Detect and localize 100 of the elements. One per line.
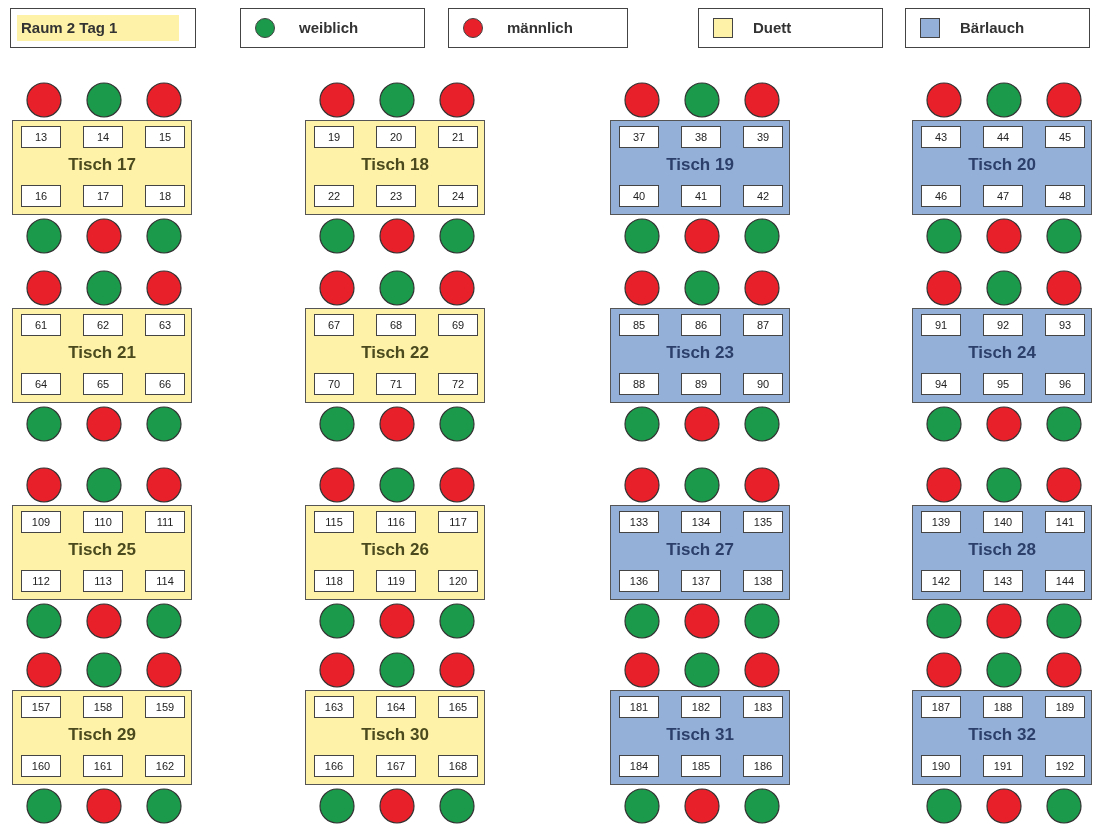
seat-number: 144 bbox=[1045, 570, 1085, 592]
seat-number: 115 bbox=[314, 511, 354, 533]
seat-marker-female bbox=[986, 270, 1022, 306]
table bbox=[305, 505, 485, 600]
table bbox=[12, 120, 192, 215]
seat-marker-female bbox=[439, 218, 475, 254]
table-name: Tisch 30 bbox=[360, 725, 430, 745]
seat-marker-male bbox=[146, 270, 182, 306]
seat-number: 48 bbox=[1045, 185, 1085, 207]
seat-marker-male bbox=[86, 603, 122, 639]
table-name: Tisch 21 bbox=[67, 343, 137, 363]
seat-marker-male bbox=[319, 270, 355, 306]
seat-marker-female bbox=[319, 406, 355, 442]
seat-number: 43 bbox=[921, 126, 961, 148]
seat-number: 165 bbox=[438, 696, 478, 718]
legend-label: Bärlauch bbox=[960, 19, 1025, 36]
seat-marker-female bbox=[26, 406, 62, 442]
seat-number: 61 bbox=[21, 314, 61, 336]
seat-marker-male bbox=[1046, 82, 1082, 118]
seat-number: 91 bbox=[921, 314, 961, 336]
seat-number: 92 bbox=[983, 314, 1023, 336]
seat-marker-male bbox=[439, 82, 475, 118]
seat-number: 24 bbox=[438, 185, 478, 207]
seat-marker-female bbox=[26, 603, 62, 639]
seat-marker-female bbox=[1046, 218, 1082, 254]
seat-marker-female bbox=[86, 467, 122, 503]
seat-number: 137 bbox=[681, 570, 721, 592]
seat-marker-female bbox=[146, 603, 182, 639]
seat-marker-female bbox=[86, 270, 122, 306]
seat-number: 117 bbox=[438, 511, 478, 533]
seat-marker-female bbox=[439, 406, 475, 442]
seat-marker-female bbox=[926, 218, 962, 254]
seat-marker-male bbox=[439, 467, 475, 503]
seat-marker-male bbox=[744, 467, 780, 503]
seat-marker-male bbox=[624, 652, 660, 688]
seat-marker-male bbox=[624, 82, 660, 118]
table-name: Tisch 17 bbox=[67, 155, 137, 175]
seat-number: 62 bbox=[83, 314, 123, 336]
table bbox=[12, 308, 192, 403]
seat-marker-male bbox=[684, 603, 720, 639]
seat-number: 134 bbox=[681, 511, 721, 533]
seat-number: 64 bbox=[21, 373, 61, 395]
seat-marker-female bbox=[926, 788, 962, 824]
table-name: Tisch 20 bbox=[967, 155, 1037, 175]
seat-marker-female bbox=[986, 467, 1022, 503]
seat-number: 95 bbox=[983, 373, 1023, 395]
seat-number: 19 bbox=[314, 126, 354, 148]
seat-number: 44 bbox=[983, 126, 1023, 148]
legend-label: Duett bbox=[753, 19, 792, 36]
seat-number: 133 bbox=[619, 511, 659, 533]
seat-number: 41 bbox=[681, 185, 721, 207]
seat-number: 167 bbox=[376, 755, 416, 777]
seat-marker-female bbox=[379, 270, 415, 306]
seat-number: 142 bbox=[921, 570, 961, 592]
seat-marker-male bbox=[146, 652, 182, 688]
seat-number: 191 bbox=[983, 755, 1023, 777]
seat-marker-male bbox=[926, 82, 962, 118]
seat-marker-female bbox=[744, 218, 780, 254]
seat-number: 182 bbox=[681, 696, 721, 718]
table-name: Tisch 26 bbox=[360, 540, 430, 560]
table bbox=[610, 690, 790, 785]
seat-number: 109 bbox=[21, 511, 61, 533]
seat-number: 85 bbox=[619, 314, 659, 336]
seat-number: 68 bbox=[376, 314, 416, 336]
seat-number: 114 bbox=[145, 570, 185, 592]
seat-marker-male bbox=[146, 82, 182, 118]
seat-number: 139 bbox=[921, 511, 961, 533]
table-name: Tisch 23 bbox=[665, 343, 735, 363]
seat-number: 37 bbox=[619, 126, 659, 148]
seat-marker-male bbox=[744, 652, 780, 688]
seat-marker-female bbox=[624, 788, 660, 824]
table bbox=[305, 120, 485, 215]
seat-marker-female bbox=[926, 603, 962, 639]
seat-number: 110 bbox=[83, 511, 123, 533]
seat-marker-female bbox=[986, 82, 1022, 118]
seat-marker-male bbox=[26, 82, 62, 118]
seat-marker-female bbox=[684, 82, 720, 118]
seat-marker-male bbox=[684, 788, 720, 824]
table bbox=[610, 505, 790, 600]
seat-marker-male bbox=[744, 270, 780, 306]
seat-number: 120 bbox=[438, 570, 478, 592]
seat-marker-female bbox=[319, 603, 355, 639]
seat-number: 181 bbox=[619, 696, 659, 718]
table-name: Tisch 29 bbox=[67, 725, 137, 745]
seat-number: 40 bbox=[619, 185, 659, 207]
seat-marker-male bbox=[26, 467, 62, 503]
seat-number: 21 bbox=[438, 126, 478, 148]
seat-marker-female bbox=[1046, 603, 1082, 639]
seat-number: 141 bbox=[1045, 511, 1085, 533]
seat-marker-female bbox=[26, 218, 62, 254]
seat-number: 183 bbox=[743, 696, 783, 718]
seat-marker-male bbox=[319, 652, 355, 688]
seat-marker-male bbox=[379, 406, 415, 442]
table-name: Tisch 28 bbox=[967, 540, 1037, 560]
seat-number: 46 bbox=[921, 185, 961, 207]
seat-marker-male bbox=[1046, 270, 1082, 306]
table-name: Tisch 25 bbox=[67, 540, 137, 560]
seat-number: 42 bbox=[743, 185, 783, 207]
seat-marker-female bbox=[86, 652, 122, 688]
seat-marker-male bbox=[439, 270, 475, 306]
